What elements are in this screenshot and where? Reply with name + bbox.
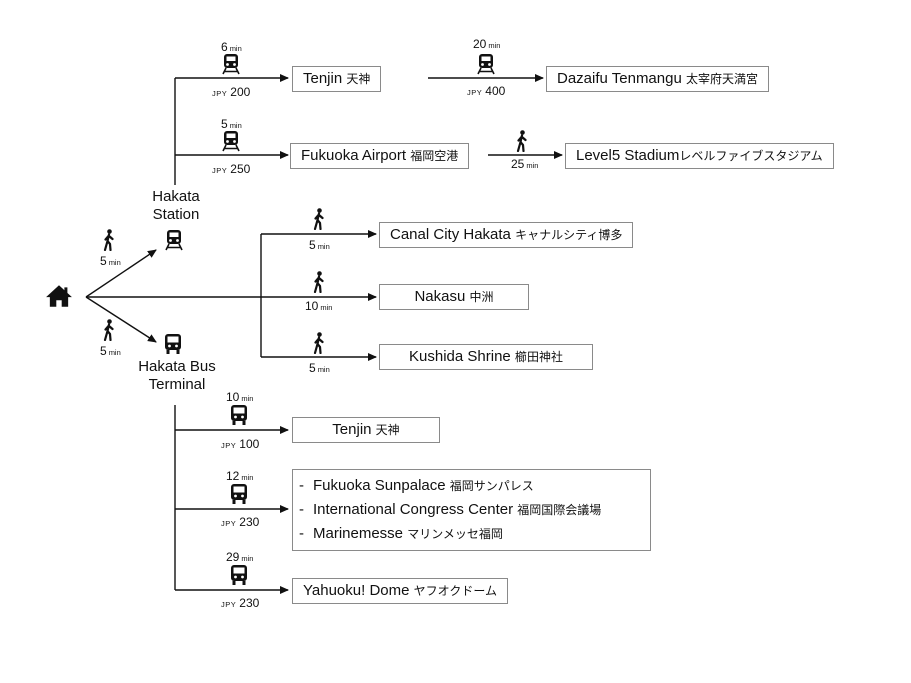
train-icon bbox=[222, 130, 240, 152]
walk-icon bbox=[313, 208, 324, 230]
hakata-station-label: Hakata Station bbox=[152, 188, 200, 223]
dest-nakasu: Nakasu 中洲 bbox=[379, 284, 529, 310]
list-item: -International Congress Center 福岡国際会議場 bbox=[299, 501, 602, 518]
bus-icon bbox=[231, 405, 247, 425]
dest-fukuoka-airport: Fukuoka Airport 福岡空港 bbox=[290, 143, 470, 169]
home-icon bbox=[46, 285, 72, 307]
dest-dazaifu: Dazaifu Tenmangu 太宰府天満宮 bbox=[546, 66, 769, 92]
walk-icon bbox=[313, 271, 324, 293]
train-icon bbox=[222, 53, 240, 75]
train-icon bbox=[165, 229, 183, 251]
list-item: -Marinemesse マリンメッセ福岡 bbox=[299, 525, 503, 542]
walk-icon bbox=[516, 130, 527, 152]
train-icon bbox=[477, 53, 495, 75]
walk-icon bbox=[313, 332, 324, 354]
dest-bay-area-list: -Fukuoka Sunpalace 福岡サンパレス -Internationa… bbox=[292, 469, 651, 551]
walk-icon bbox=[103, 229, 114, 251]
bus-icon bbox=[231, 484, 247, 504]
dest-canal-city: Canal City Hakata キャナルシティ博多 bbox=[379, 222, 634, 248]
dest-tenjin-train: Tenjin 天神 bbox=[292, 66, 382, 92]
dest-tenjin-bus: Tenjin 天神 bbox=[292, 417, 440, 443]
bus-icon bbox=[165, 334, 181, 354]
dest-yahuoku-dome: Yahuoku! Dome ヤフオクドーム bbox=[292, 578, 509, 604]
dest-kushida-shrine: Kushida Shrine 櫛田神社 bbox=[379, 344, 593, 370]
home-to-station-arrow bbox=[85, 249, 157, 298]
list-item: -Fukuoka Sunpalace 福岡サンパレス bbox=[299, 477, 534, 494]
home-to-bus-arrow bbox=[85, 296, 157, 343]
bus-icon bbox=[231, 565, 247, 585]
walk-icon bbox=[103, 319, 114, 341]
dest-level5-stadium: Level5 Stadiumレベルファイブスタジアム bbox=[565, 143, 834, 169]
hakata-bus-terminal-label: Hakata Bus Terminal bbox=[138, 358, 216, 393]
